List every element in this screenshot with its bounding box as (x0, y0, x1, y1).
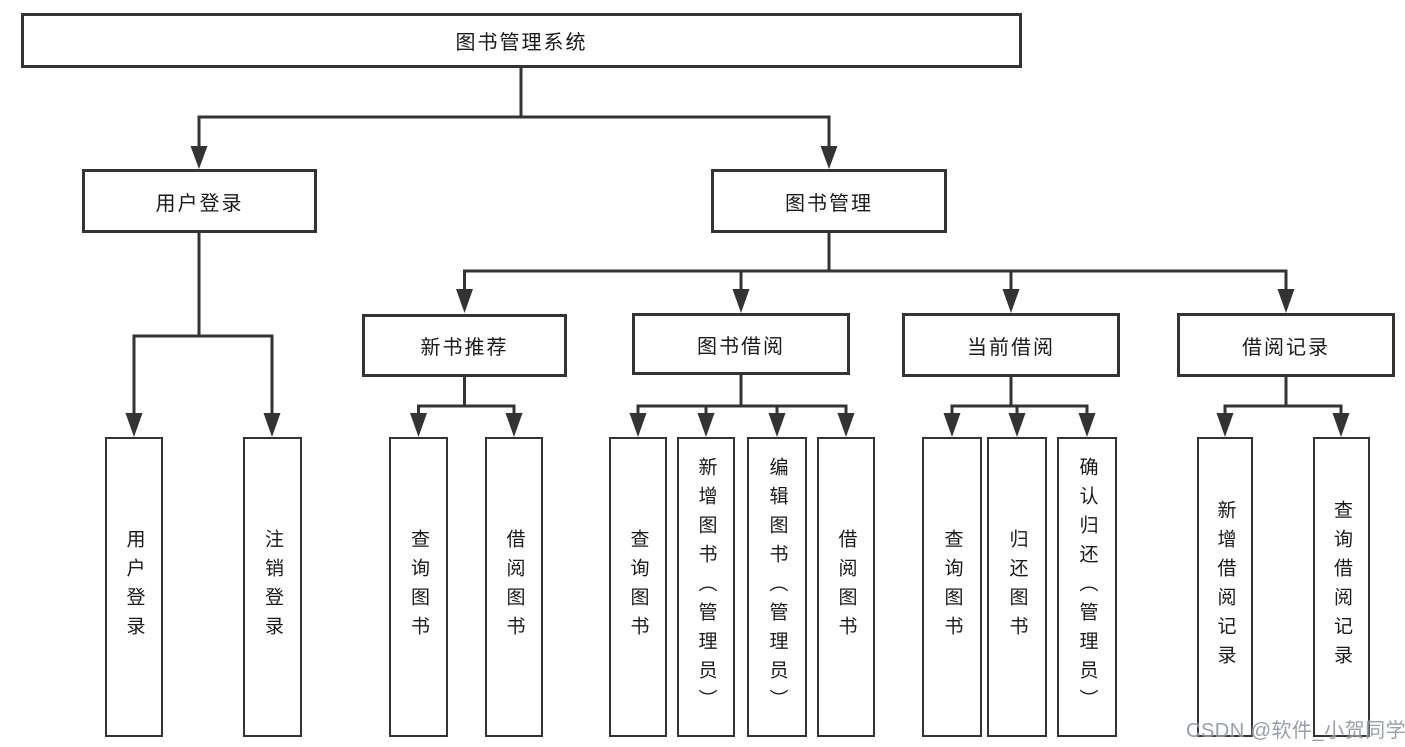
node-label: 查询图书 (941, 529, 963, 645)
node-leaf-user-login: 用户登录 (105, 437, 163, 737)
node-label: 查询借阅记录 (1331, 500, 1352, 674)
node-leaf-query-books-recommend: 查询图书 (389, 437, 448, 737)
node-leaf-logout: 注销登录 (243, 437, 302, 737)
node-user-login: 用户登录 (82, 169, 317, 233)
node-leaf-borrow-books: 借阅图书 (817, 437, 875, 737)
node-label: 归还图书 (1006, 529, 1028, 645)
node-label: 新增图书（管理员） (695, 456, 717, 718)
node-label: 用户登录 (155, 192, 244, 215)
node-label: 查询图书 (408, 529, 429, 645)
node-label: 注销登录 (262, 529, 283, 645)
node-borrow-records: 借阅记录 (1177, 313, 1395, 377)
node-label: 借阅记录 (1242, 336, 1330, 359)
node-label: 当前借阅 (967, 336, 1055, 359)
node-leaf-confirm-return-admin: 确认归还（管理员） (1057, 437, 1117, 737)
node-label: 图书管理 (785, 192, 873, 215)
connector-path (132, 66, 1343, 418)
csdn-watermark: CSDN @软件_小贺同学 (1186, 720, 1405, 742)
node-leaf-query-borrow-record: 查询借阅记录 (1313, 437, 1370, 737)
node-label: 用户登录 (123, 529, 145, 645)
node-leaf-borrow-books-recommend: 借阅图书 (485, 437, 543, 737)
node-leaf-edit-books-admin: 编辑图书（管理员） (747, 437, 807, 737)
node-leaf-query-books-borrow: 查询图书 (609, 437, 667, 737)
node-label: 图书管理系统 (455, 32, 588, 54)
node-label: 新书推荐 (420, 337, 509, 359)
node-label: 确认归还（管理员） (1076, 456, 1098, 718)
node-label: 编辑图书（管理员） (766, 456, 788, 718)
arrow-head (125, 146, 1350, 437)
node-leaf-add-borrow-record: 新增借阅记录 (1197, 437, 1253, 737)
node-leaf-add-books-admin: 新增图书（管理员） (677, 437, 735, 737)
node-current-borrow: 当前借阅 (902, 313, 1120, 377)
node-new-book-recommend: 新书推荐 (362, 314, 567, 377)
node-label: 借阅图书 (835, 529, 857, 645)
node-label: 查询图书 (627, 529, 649, 645)
node-book-management: 图书管理 (711, 169, 947, 233)
node-leaf-return-books: 归还图书 (987, 437, 1047, 737)
node-label: 新增借阅记录 (1214, 500, 1236, 674)
node-label: 图书借阅 (697, 335, 785, 358)
node-label: 借阅图书 (503, 529, 525, 645)
node-book-borrow: 图书借阅 (632, 313, 850, 375)
node-leaf-query-books-current: 查询图书 (922, 437, 982, 737)
node-library-system: 图书管理系统 (21, 13, 1022, 68)
